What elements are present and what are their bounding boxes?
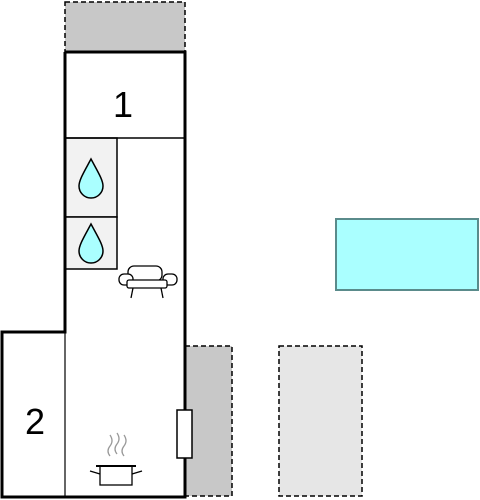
water-drop-icon bbox=[78, 222, 104, 264]
pool bbox=[335, 218, 479, 291]
light-area bbox=[278, 345, 363, 497]
cooking-pot-icon bbox=[89, 432, 143, 486]
door-icon bbox=[176, 409, 193, 459]
sofa-icon bbox=[118, 265, 178, 299]
top-terrace bbox=[64, 1, 186, 53]
room-label-1: 1 bbox=[113, 84, 133, 125]
outer-walls bbox=[0, 50, 187, 499]
side-terrace bbox=[184, 345, 233, 497]
water-drop-icon bbox=[78, 157, 104, 199]
room-label-2: 2 bbox=[25, 401, 45, 442]
